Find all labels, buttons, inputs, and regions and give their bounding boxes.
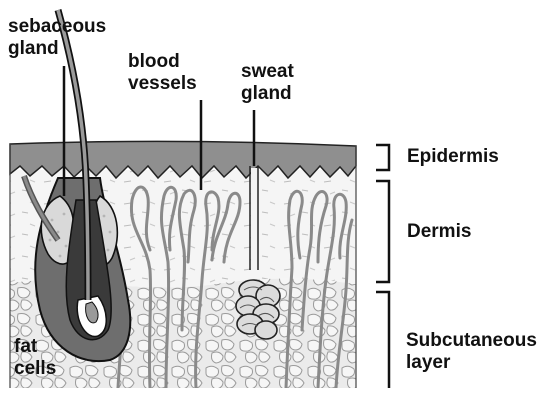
epidermis-bracket <box>376 145 389 170</box>
label-epidermis: Epidermis <box>407 146 499 168</box>
label-fat-cells: fat cells <box>14 336 56 380</box>
label-subcutaneous-layer: Subcutaneous layer <box>406 330 537 374</box>
dermis-bracket <box>376 181 389 282</box>
label-blood-vessels: blood vessels <box>128 51 197 95</box>
label-dermis: Dermis <box>407 221 471 243</box>
label-sebaceous-gland: sebaceous gland <box>8 16 106 60</box>
layer-brackets <box>376 145 389 388</box>
subcutaneous-bracket <box>376 292 389 388</box>
label-sweat-gland: sweat gland <box>241 61 294 105</box>
